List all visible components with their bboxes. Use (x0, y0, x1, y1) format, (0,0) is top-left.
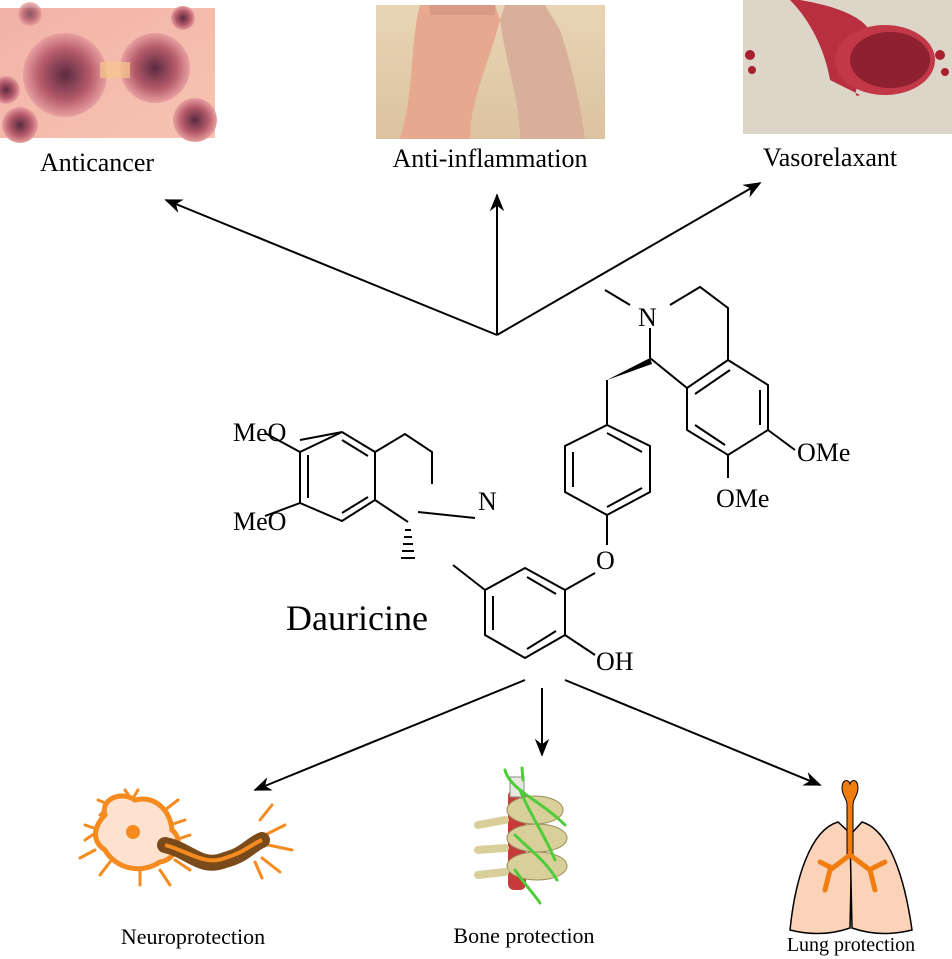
atom-meo-1: MeO (233, 418, 286, 447)
top-arrows (164, 182, 762, 336)
atom-oh: OH (596, 647, 634, 676)
lung-protection-label: Lung protection (787, 934, 915, 956)
spine-image (474, 766, 568, 905)
atom-ome-1: OMe (797, 438, 850, 467)
arrow-to-neuroprotection (253, 679, 526, 791)
anti-inflammation-label: Anti-inflammation (393, 144, 588, 173)
anticancer-image (0, 2, 217, 143)
arrow-to-vasorelaxant (496, 182, 762, 336)
wedge-bond (607, 358, 652, 380)
bone-protection-label: Bone protection (453, 923, 594, 948)
compound-name: Dauricine (286, 598, 428, 638)
arrow-to-lung-protection (564, 679, 822, 786)
bottom-arrows (253, 679, 822, 791)
vasorelaxant-label: Vasorelaxant (763, 143, 898, 172)
atom-ome-2: OMe (716, 484, 769, 513)
dauricine-structure (264, 285, 796, 660)
atom-n-left: N (478, 487, 497, 516)
lungs-image (789, 780, 913, 935)
anti-inflammation-image (376, 5, 605, 139)
neuron-image (78, 788, 294, 887)
neuroprotection-label: Neuroprotection (121, 924, 265, 949)
atom-n-right: N (638, 303, 657, 332)
anticancer-label: Anticancer (40, 148, 154, 177)
atom-o-ether: O (596, 546, 615, 575)
vasorelaxant-image (743, 0, 952, 134)
arrow-to-anticancer (164, 199, 498, 336)
atom-meo-2: MeO (233, 507, 286, 536)
